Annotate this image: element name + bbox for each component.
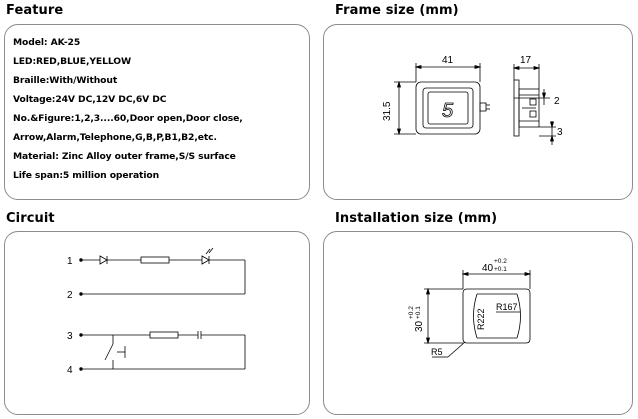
frame-panel: 41 31.5 5 17 2 3: [323, 24, 633, 200]
install-r5-leader: [447, 341, 466, 358]
circuit-switch: [104, 343, 114, 361]
frame-height-label: 31.5: [382, 101, 393, 121]
feature-item-figures: No.&Figure:1,2,3....60,Door open,Door cl…: [13, 113, 243, 124]
install-r167-label: R167: [496, 302, 518, 312]
circuit-drawing: 1 2 3 4: [67, 247, 246, 376]
circuit-terminal-2: 2: [67, 290, 73, 301]
circuit-diode: [99, 255, 108, 265]
frame-dim3-label: 3: [557, 127, 563, 138]
feature-item-model: Model: AK-25: [13, 37, 81, 48]
frame-terminal: [479, 102, 487, 112]
install-width-label: 40: [482, 263, 494, 274]
install-panel: 40 +0.2 +0.1 30 +0.2 +0.1 R167 R222 R5: [323, 231, 633, 415]
install-cutout: [462, 288, 531, 344]
install-width-tol-minus: +0.1: [494, 266, 507, 273]
feature-item-braille: Braille:With/Without: [13, 75, 118, 86]
circuit-terminal-3: 3: [67, 331, 73, 342]
install-drawing: 40 +0.2 +0.1 30 +0.2 +0.1 R167 R222 R5: [408, 258, 532, 358]
install-width-tol-plus: +0.2: [494, 258, 507, 265]
feature-item-lifespan: Life span:5 million operation: [13, 170, 160, 181]
circuit-resistor-2: [149, 331, 179, 339]
frame-title: Frame size (mm): [335, 3, 459, 18]
install-height-label: 30: [414, 320, 425, 332]
feature-item-material: Material: Zinc Alloy outer frame,S/S sur…: [13, 151, 236, 162]
install-title: Installation size (mm): [335, 211, 498, 226]
feature-item-led: LED:RED,BLUE,YELLOW: [13, 56, 132, 67]
install-r5-label: R5: [431, 347, 443, 357]
install-height-tol-minus: +0.1: [415, 306, 422, 319]
frame-front-button: [427, 91, 469, 125]
circuit-panel: 1 2 3 4: [4, 231, 310, 415]
circuit-resistor-1: [140, 256, 170, 264]
frame-depth-label: 17: [520, 55, 532, 66]
install-height-tol-plus: +0.2: [408, 306, 415, 319]
feature-item-figures-cont: Arrow,Alarm,Telephone,G,B,P,B1,B2,etc.: [13, 132, 217, 143]
frame-front-inner: [422, 87, 474, 129]
frame-figure-glyph: 5: [442, 100, 454, 122]
frame-side-flange: [513, 79, 520, 137]
frame-side-body: [518, 88, 540, 128]
circuit-title: Circuit: [6, 211, 55, 226]
feature-title: Feature: [6, 3, 64, 18]
circuit-terminal-4: 4: [67, 365, 73, 376]
frame-width-label: 41: [442, 55, 454, 66]
circuit-led: [201, 255, 210, 265]
frame-drawing: 41 31.5 5 17 2 3: [382, 55, 563, 145]
feature-list: Model: AK-25 LED:RED,BLUE,YELLOW Braille…: [13, 33, 243, 185]
frame-dim2-label: 2: [554, 96, 560, 107]
install-r222-label: R222: [476, 308, 486, 330]
feature-item-voltage: Voltage:24V DC,12V DC,6V DC: [13, 94, 167, 105]
feature-panel: Model: AK-25 LED:RED,BLUE,YELLOW Braille…: [4, 24, 310, 200]
circuit-terminal-1: 1: [67, 256, 73, 267]
